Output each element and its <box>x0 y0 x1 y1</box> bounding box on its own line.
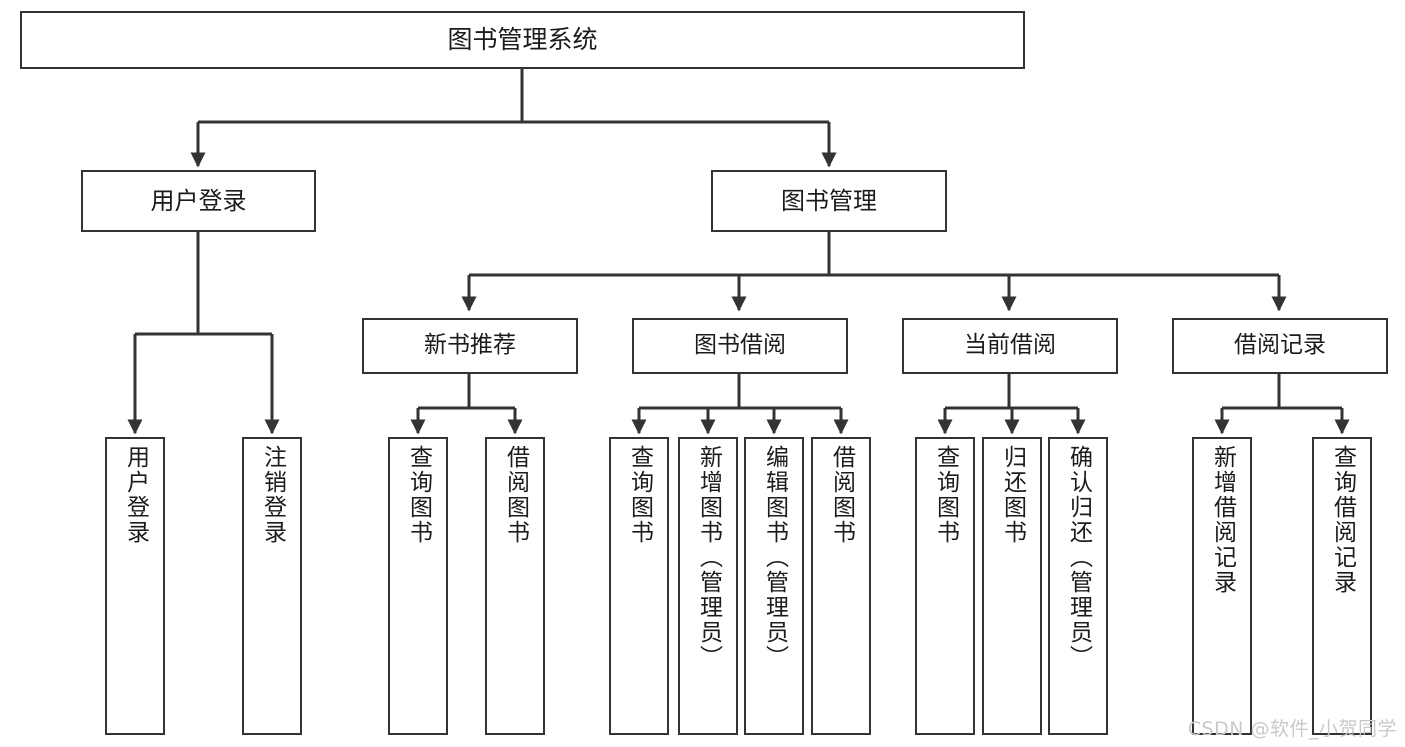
node-book-borrow[interactable]: 图书借阅 <box>632 318 848 374</box>
node-leaf-query-book-3[interactable]: 查询图书 <box>915 437 975 735</box>
node-user-login-label: 用户登录 <box>150 186 247 215</box>
node-leaf-add-record[interactable]: 新增借阅记录 <box>1192 437 1252 735</box>
node-borrow-record[interactable]: 借阅记录 <box>1172 318 1388 374</box>
node-leaf-user-login-label: 用户登录 <box>122 445 149 545</box>
node-root[interactable]: 图书管理系统 <box>20 11 1025 69</box>
node-leaf-query-book-3-label: 查询图书 <box>932 445 959 545</box>
node-leaf-query-book-2-label: 查询图书 <box>626 445 653 545</box>
node-leaf-query-record[interactable]: 查询借阅记录 <box>1312 437 1372 735</box>
node-book-borrow-label: 图书借阅 <box>694 332 786 359</box>
node-leaf-query-book-1[interactable]: 查询图书 <box>388 437 448 735</box>
node-root-label: 图书管理系统 <box>447 25 598 55</box>
node-leaf-query-book-1-label: 查询图书 <box>405 445 432 545</box>
node-current-borrow-label: 当前借阅 <box>964 332 1056 359</box>
node-new-book-recommend-label: 新书推荐 <box>424 332 516 359</box>
node-leaf-user-login[interactable]: 用户登录 <box>105 437 165 735</box>
node-leaf-user-logout-label: 注销登录 <box>259 445 286 545</box>
node-leaf-return-book[interactable]: 归还图书 <box>982 437 1042 735</box>
node-user-login[interactable]: 用户登录 <box>81 170 316 232</box>
node-leaf-edit-book-label: 编辑图书（管理员） <box>761 445 788 670</box>
node-leaf-borrow-book-2-label: 借阅图书 <box>828 445 855 545</box>
node-leaf-confirm-return-label: 确认归还（管理员） <box>1065 445 1092 670</box>
node-new-book-recommend[interactable]: 新书推荐 <box>362 318 578 374</box>
node-leaf-borrow-book-1[interactable]: 借阅图书 <box>485 437 545 735</box>
node-leaf-borrow-book-1-label: 借阅图书 <box>502 445 529 545</box>
node-leaf-user-logout[interactable]: 注销登录 <box>242 437 302 735</box>
node-leaf-confirm-return[interactable]: 确认归还（管理员） <box>1048 437 1108 735</box>
node-borrow-record-label: 借阅记录 <box>1234 332 1326 359</box>
node-book-manage[interactable]: 图书管理 <box>711 170 947 232</box>
node-leaf-add-book[interactable]: 新增图书（管理员） <box>678 437 738 735</box>
node-leaf-query-book-2[interactable]: 查询图书 <box>609 437 669 735</box>
node-leaf-borrow-book-2[interactable]: 借阅图书 <box>811 437 871 735</box>
node-leaf-return-book-label: 归还图书 <box>999 445 1026 545</box>
node-book-manage-label: 图书管理 <box>781 186 877 215</box>
node-current-borrow[interactable]: 当前借阅 <box>902 318 1118 374</box>
node-leaf-edit-book[interactable]: 编辑图书（管理员） <box>744 437 804 735</box>
node-leaf-add-book-label: 新增图书（管理员） <box>695 445 722 670</box>
node-leaf-query-record-label: 查询借阅记录 <box>1329 445 1356 595</box>
node-leaf-add-record-label: 新增借阅记录 <box>1209 445 1236 595</box>
